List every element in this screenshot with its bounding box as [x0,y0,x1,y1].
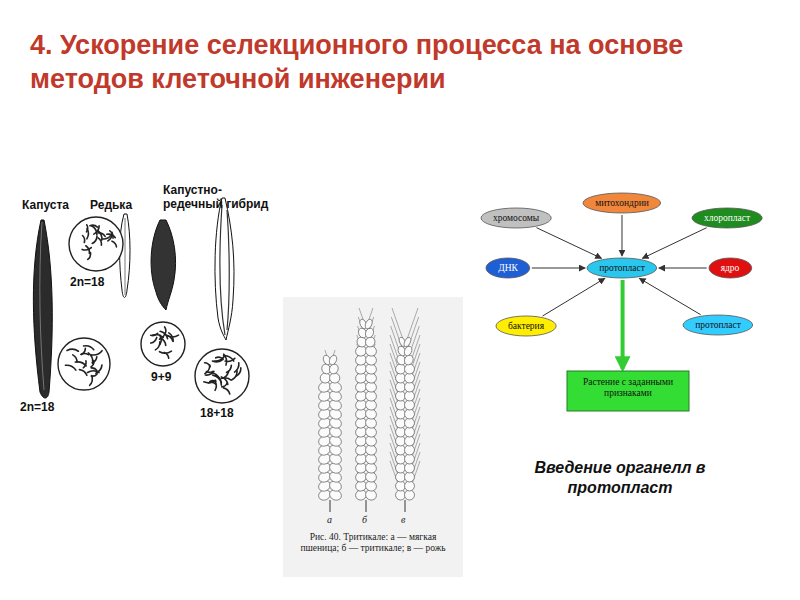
node-text: протопласт [599,263,645,274]
node-text: ядро [721,263,740,274]
chromosomes [65,225,240,394]
cell-circle [69,217,123,271]
wheat-ears [317,308,420,512]
plant-name: Капуста [22,198,69,212]
node-text: Растение с заданными признаками [575,377,681,399]
node-text: протопласт [695,320,741,331]
ear-letter: а [327,514,332,525]
slide-title: 4. Ускорение селекционного процесса на о… [30,28,760,96]
cell-circle [58,338,110,390]
cabbage-pod [33,220,52,398]
component-ellipse: митохондрии [582,192,662,214]
input-arrow [659,268,707,269]
node-text: хлоропласт [704,213,750,224]
cell-circle [195,349,249,403]
hybrid-pod [215,198,234,340]
node-text: ДНК [498,263,518,274]
chromosome-count: 2n=18 [70,275,104,289]
center-ellipse: протопласт [586,257,658,279]
figure-panel [283,297,463,577]
figure-caption: Рис. 40. Тритикале: а — мягкая пшеница; … [293,532,453,554]
plant-name: Редька [90,198,132,212]
component-ellipse: ядро [708,257,753,279]
ear-letter: б [362,514,367,525]
input-arrow [621,215,622,256]
component-ellipse: хромосомы [480,207,552,229]
node-text: бактерия [508,321,544,332]
component-ellipse: протопласт [682,314,754,336]
diagram-note: Введение органелл в протопласт [520,458,720,498]
input-arrow [536,228,601,259]
component-ellipse: хлоропласт [691,207,763,229]
input-arrow [532,268,585,269]
chromosome-count: 2n=18 [20,400,54,414]
input-arrow [642,228,706,259]
node-text: хромосомы [493,213,539,224]
result-arrow [621,280,625,369]
radish-pod [120,214,130,298]
ear-letter: в [401,514,405,525]
result-box: Растение с заданными признаками [567,371,689,411]
chromosome-count: 9+9 [151,370,171,384]
hybrid-name: Капустно-редечный гибрид [163,183,281,211]
component-ellipse: ДНК [485,257,531,279]
cell-circle [141,322,185,366]
chromosome-count: 18+18 [200,406,234,420]
input-arrow [543,278,605,316]
component-ellipse: бактерия [495,315,557,337]
input-arrow [639,278,700,314]
hybrid-pod [151,220,176,310]
node-text: митохондрии [595,198,649,209]
